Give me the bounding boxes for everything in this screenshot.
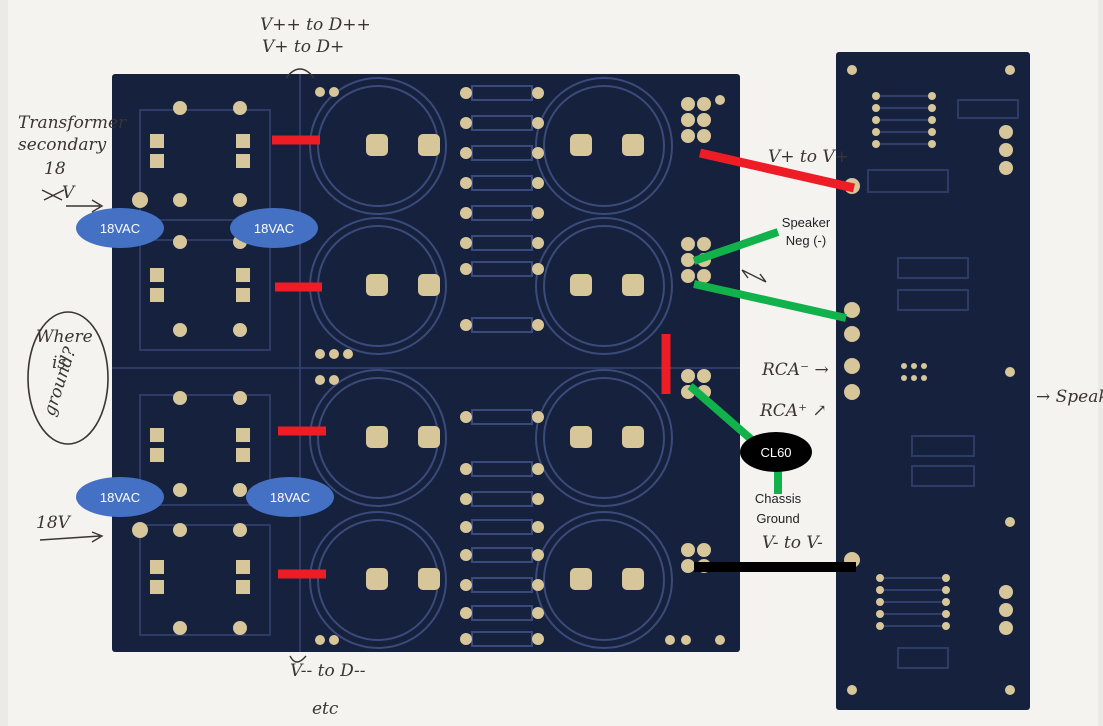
note-bottom-1: V-- to D--	[290, 661, 366, 681]
note-top-1: V++ to D++	[260, 15, 371, 35]
note-18v: 18V	[36, 513, 72, 533]
note-transformer-3: 18	[44, 159, 66, 179]
misc-pads	[315, 87, 725, 645]
red-jumpers	[272, 135, 855, 579]
note-vplus: V+ to V+	[768, 147, 849, 167]
vac-badge-2: 18VAC	[230, 208, 318, 248]
vac-label: 18VAC	[100, 490, 140, 505]
where-ground-circle	[27, 311, 109, 445]
capacitor-pads	[366, 134, 644, 590]
vac-label: 18VAC	[270, 490, 310, 505]
note-where-1: Where	[36, 327, 93, 347]
chassis-ground-label: Chassis	[755, 491, 802, 506]
note-transformer-2: secondary	[18, 135, 107, 155]
note-vminus: V- to V-	[762, 533, 823, 553]
note-top-2: V+ to D+	[262, 37, 344, 57]
note-where-2: is	[52, 353, 66, 373]
chassis-ground-label-2: Ground	[756, 511, 799, 526]
vac-label: 18VAC	[254, 221, 294, 236]
arrow-18v	[39, 531, 104, 543]
bridge-pads	[132, 101, 250, 635]
note-speaker: → Speaker	[1036, 387, 1103, 407]
filter-pcb-board	[112, 74, 740, 652]
note-bottom-2: etc	[312, 699, 339, 719]
speaker-neg-label: Speaker	[782, 215, 831, 230]
arrow-double	[741, 269, 767, 283]
note-transformer-4: V	[62, 183, 76, 203]
cl60-badge: CL60	[740, 432, 812, 472]
note-transformer-1: Transformer	[18, 113, 127, 133]
arrow-transformer	[66, 199, 104, 213]
vac-badge-4: 18VAC	[246, 477, 334, 517]
scribble-transformer	[41, 189, 65, 201]
cl60-label: CL60	[760, 445, 791, 460]
vac-badge-1: 18VAC	[76, 208, 164, 248]
bracket-top	[285, 68, 315, 79]
vac-label: 18VAC	[100, 221, 140, 236]
amplifier-pcb-board	[836, 52, 1030, 710]
bridge-rectifier-area	[139, 109, 271, 636]
bracket-bottom	[289, 655, 307, 663]
speaker-neg-label-2: Neg (-)	[786, 233, 826, 248]
note-rca-plus: RCA⁺ ↗	[759, 401, 827, 421]
resistor-column	[460, 85, 544, 647]
note-rca-minus: RCA⁻ →	[761, 360, 829, 380]
vac-badge-3: 18VAC	[76, 477, 164, 517]
